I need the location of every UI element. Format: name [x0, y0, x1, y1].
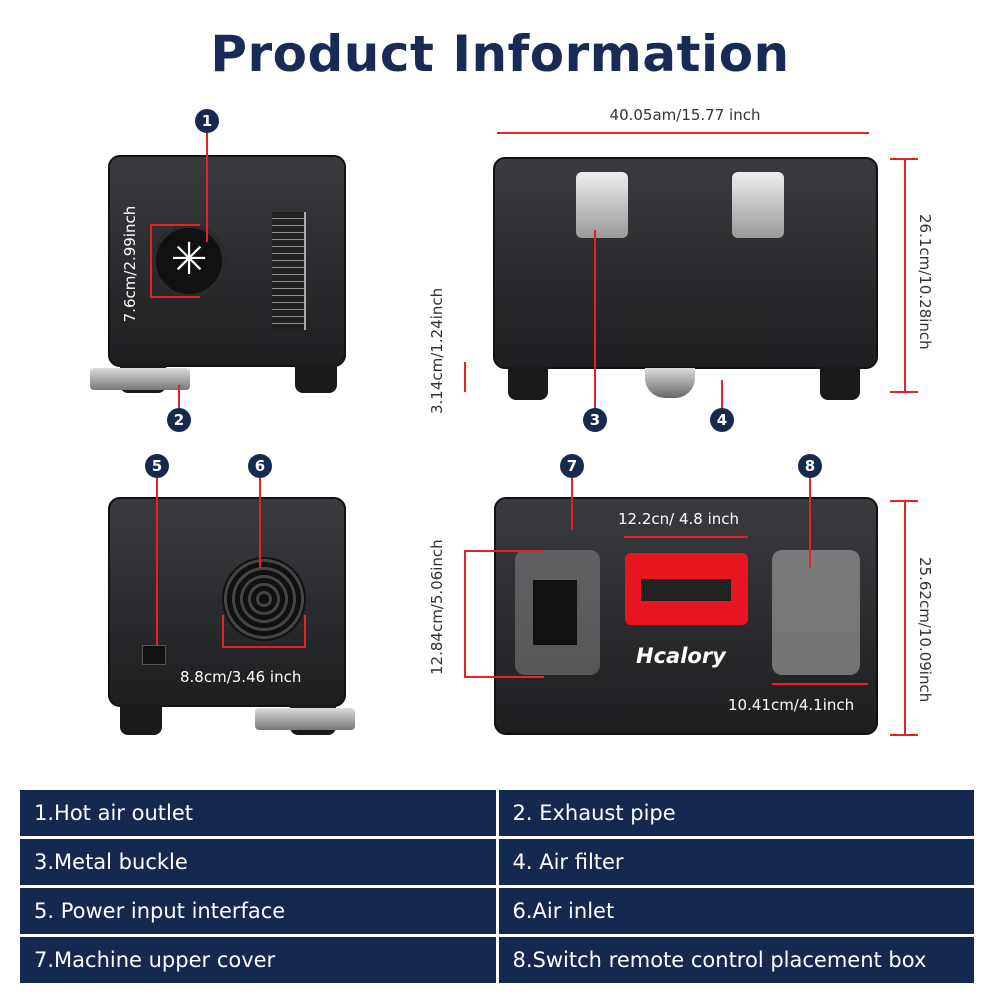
hot-air-outlet: ✳ [152, 224, 226, 298]
callout-3: 3 [583, 408, 607, 432]
legend-cell: 1.Hot air outlet [20, 790, 496, 836]
callout-5: 5 [145, 454, 169, 478]
switch-remote-box [772, 550, 860, 675]
metal-buckle [576, 172, 628, 238]
callout-6: 6 [248, 454, 272, 478]
carry-handle [625, 553, 748, 625]
legend-cell: 5. Power input interface [20, 888, 496, 934]
callout-7: 7 [560, 454, 584, 478]
dim-length: 40.05am/15.77 inch [609, 106, 761, 124]
dim-window-height: 12.84cm/5.06inch [428, 539, 446, 675]
dim-foot-height: 3.14cm/1.24inch [428, 287, 446, 414]
air-inlet [222, 557, 306, 641]
dim-outlet-diameter: 7.6cm/2.99inch [121, 205, 139, 323]
page-title: Product Information [210, 25, 790, 83]
legend-cell: 6.Air inlet [498, 888, 974, 934]
dim-handle-width: 12.2cn/ 4.8 inch [618, 510, 740, 528]
metal-buckle [732, 172, 784, 238]
brand-logo: Hcalory [636, 644, 726, 668]
dim-box-width: 10.41cm/4.1inch [728, 696, 855, 714]
dim-depth: 25.62cm/10.09inch [916, 557, 934, 703]
legend-cell: 2. Exhaust pipe [498, 790, 974, 836]
dim-height: 26.1cm/10.28inch [916, 214, 934, 350]
power-input-interface [142, 645, 166, 665]
callout-8: 8 [798, 454, 822, 478]
air-filter [645, 368, 695, 398]
callout-4: 4 [710, 408, 734, 432]
legend-cell: 3.Metal buckle [20, 839, 496, 885]
dim-inlet-width: 8.8cm/3.46 inch [180, 668, 302, 686]
callout-1: 1 [195, 109, 219, 133]
scale-ruler [272, 212, 306, 330]
legend-cell: 4. Air filter [498, 839, 974, 885]
legend-cell: 7.Machine upper cover [20, 937, 496, 983]
callout-2: 2 [167, 408, 191, 432]
legend-cell: 8.Switch remote control placement box [498, 937, 974, 983]
